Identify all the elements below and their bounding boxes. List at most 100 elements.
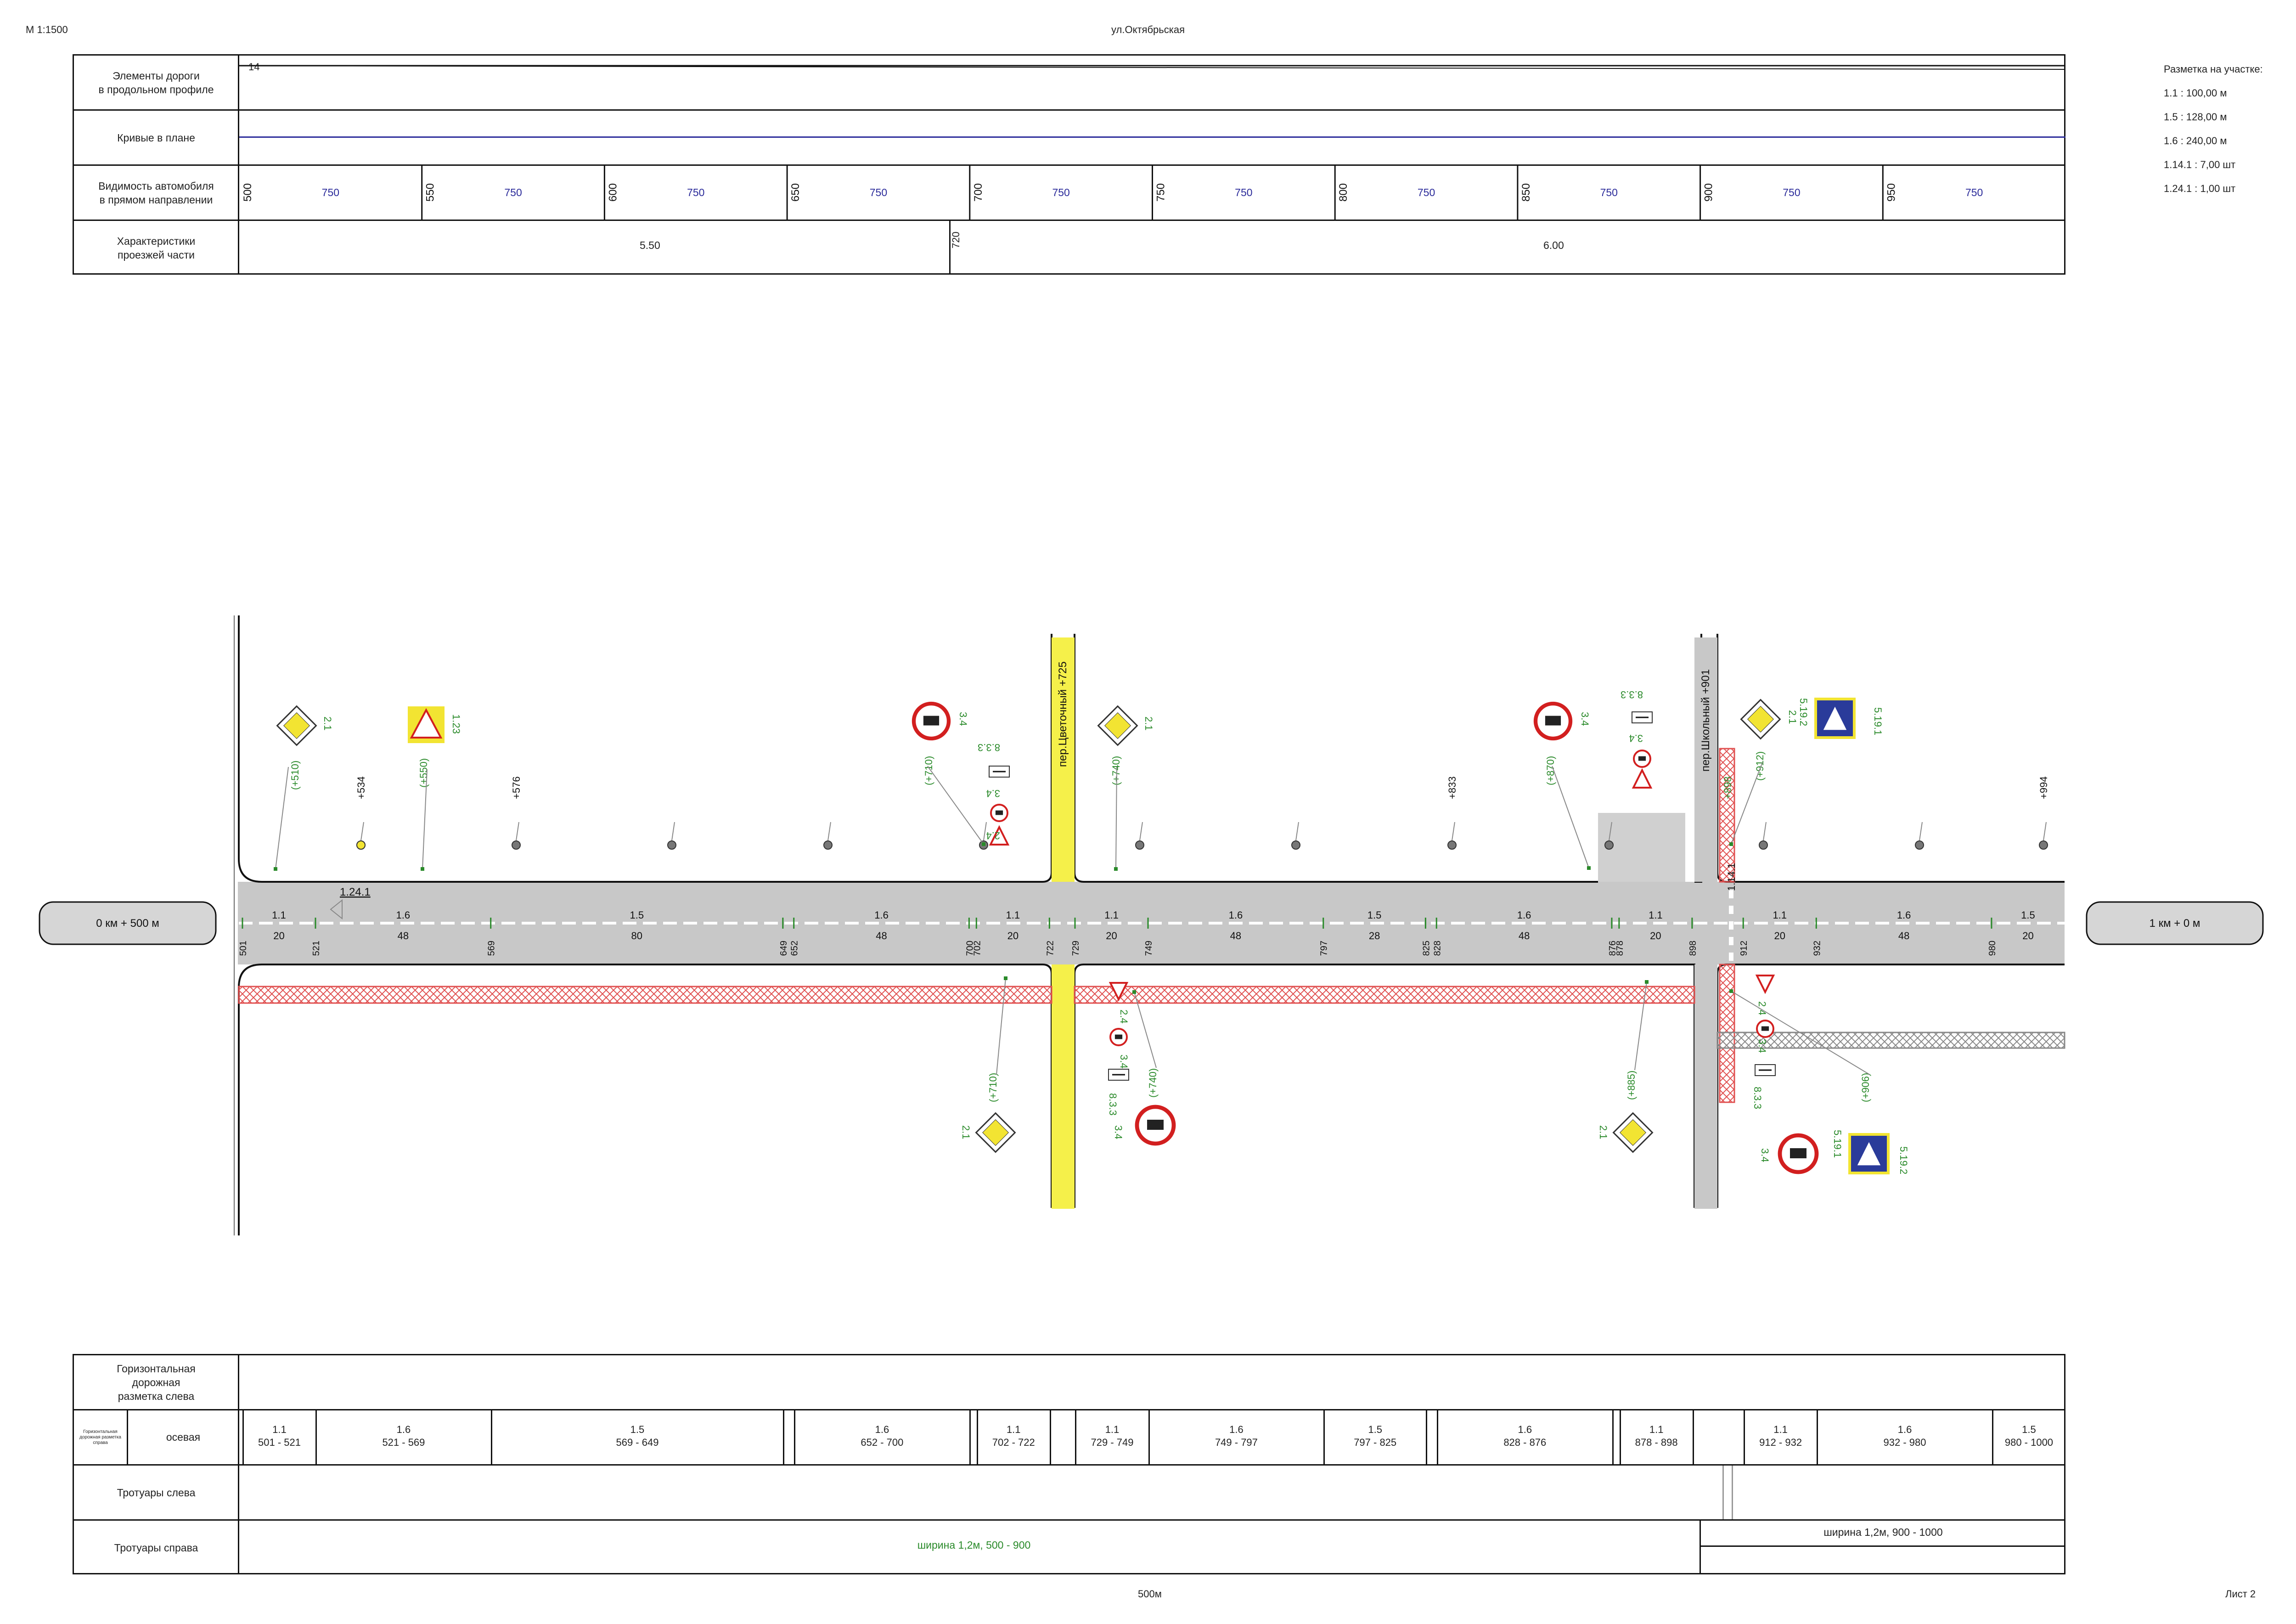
axial-range: 878 - 898	[1635, 1437, 1678, 1448]
legend-item: 1.5 : 128,00 м	[2164, 111, 2227, 123]
axial-cell: 1.5 980 - 1000	[1992, 1423, 2065, 1449]
row-label-axial: осевая	[166, 1431, 201, 1443]
break-picket-label: 702	[972, 941, 982, 956]
yield-sign-icon	[989, 825, 1010, 846]
sign-code-label: 8.3.3	[1107, 1093, 1119, 1116]
sign-post-marker	[982, 842, 985, 846]
break-picket-label: 749	[1144, 941, 1154, 956]
break-picket-label: 825	[1421, 941, 1431, 956]
legend-item: 1.6 : 240,00 м	[2164, 135, 2227, 147]
break-picket-label: 722	[1045, 941, 1055, 956]
sign-leader-line	[275, 767, 289, 869]
legend-item: 1.24.1 : 1,00 шт	[2164, 183, 2236, 194]
lane-type-label: 1.1	[1104, 909, 1119, 921]
main-road-sign-icon	[276, 705, 317, 746]
picket-label: 500	[242, 183, 254, 202]
sign-picket-label: (+550)	[418, 758, 429, 788]
light-pole-arm	[983, 822, 987, 841]
legend-item: 1.14.1 : 7,00 шт	[2164, 159, 2236, 170]
sign-code-label: 2.1	[1598, 1125, 1609, 1139]
axial-divider	[1744, 1410, 1745, 1464]
scale-label: М 1:1500	[26, 24, 68, 35]
axial-type: 1.6	[1229, 1424, 1244, 1435]
no-trucks-sign-icon	[912, 701, 951, 741]
lane-length-label: 80	[631, 930, 642, 942]
axial-range: 932 - 980	[1883, 1437, 1926, 1448]
sign-picket-label: (+740)	[1110, 756, 1122, 785]
axial-range: 980 - 1000	[2004, 1437, 2054, 1448]
sign-code-label: 3.4	[1629, 733, 1643, 744]
light-pole-icon	[1915, 840, 1924, 850]
sign-leader-line	[927, 766, 984, 845]
axial-type: 1.5	[2022, 1424, 2036, 1435]
sign-code-label: 2.4	[1756, 1001, 1768, 1015]
break-picket-label: 652	[790, 941, 800, 956]
sign-picket-label: (+906)	[1860, 1073, 1871, 1102]
no-trucks-sign-icon	[1135, 1105, 1176, 1146]
lane-length-label: 20	[1106, 930, 1117, 942]
sign-picket-label: (+870)	[1545, 756, 1556, 785]
end-badge	[2086, 901, 2264, 945]
sign-code-label: 3.4	[986, 788, 1000, 799]
sidewalk-right-3	[1716, 1032, 2065, 1049]
axial-divider	[1148, 1410, 1150, 1464]
light-poles: +534+576+833+994	[355, 776, 2049, 850]
axial-divider	[794, 1410, 795, 1464]
marking-1-14-1: 1.14.1	[1726, 863, 1737, 891]
sign-picket-label: (+710)	[923, 756, 934, 785]
light-pole-icon	[1291, 840, 1300, 850]
break-picket-label: 569	[487, 941, 497, 956]
axial-range: 797 - 825	[1354, 1437, 1397, 1448]
sign-picket-label: (+912)	[1754, 751, 1766, 781]
break-picket-label: 700	[965, 941, 975, 956]
lane-type-label: 1.1	[272, 909, 286, 921]
light-pole-arm	[671, 822, 675, 841]
visibility-value: 750	[1965, 186, 1983, 198]
break-picket-label: 980	[1987, 941, 1998, 956]
lane-length-label: 20	[2022, 930, 2033, 942]
sign-leader-line	[1731, 991, 1870, 1075]
sidewalk-right-2	[1074, 986, 1695, 1004]
pole-picket-label: +833	[1446, 776, 1458, 799]
light-pole-arm	[2043, 822, 2047, 841]
lane-length-label: 20	[273, 930, 284, 942]
visibility-value: 750	[1783, 186, 1800, 198]
light-pole-icon	[1759, 840, 1768, 850]
visibility-value: 750	[870, 186, 887, 198]
marking-table: Горизонтальная дорожная разметка слева Г…	[73, 1354, 2065, 1574]
sign-leader-line	[422, 769, 428, 869]
light-pole-arm	[1139, 822, 1143, 841]
sign-post-marker	[1004, 976, 1007, 980]
sign-code-label: 3.4	[1756, 1039, 1768, 1053]
axial-type: 1.6	[1518, 1424, 1532, 1435]
row-label-curves: Кривые в плане	[117, 131, 195, 144]
axial-divider	[1426, 1410, 1428, 1464]
axial-divider	[1323, 1410, 1325, 1464]
axial-divider	[1619, 1410, 1621, 1464]
light-pole-icon	[1135, 840, 1144, 850]
side-road-tsvetochny-south	[1052, 964, 1075, 1209]
light-pole-arm	[1609, 822, 1612, 841]
children-warning-sign-icon	[408, 706, 445, 743]
carriageway-width-right: 6.00	[1543, 239, 1564, 251]
no-trucks-sign-icon	[1756, 1020, 1774, 1038]
light-pole-icon	[512, 840, 521, 850]
axial-type: 1.1	[272, 1424, 287, 1435]
break-picket-label: 729	[1071, 941, 1081, 956]
axial-range: 729 - 749	[1091, 1437, 1134, 1448]
pole-picket-label: +534	[355, 776, 367, 799]
axial-type: 1.5	[1368, 1424, 1382, 1435]
plate-8-3-3-icon	[1108, 1069, 1129, 1081]
pole-picket-label: +576	[511, 776, 522, 799]
break-picket-label: 878	[1615, 941, 1625, 956]
main-road-sign-icon	[1097, 705, 1138, 746]
row-label-visibility: Видимость автомобиля в прямом направлени…	[98, 180, 214, 206]
main-road-sign-icon	[1612, 1112, 1654, 1153]
sign-leader-line	[1731, 762, 1763, 845]
axial-divider	[1612, 1410, 1614, 1464]
axial-divider	[1049, 1410, 1051, 1464]
sign-code-label: 2.1	[322, 716, 333, 731]
